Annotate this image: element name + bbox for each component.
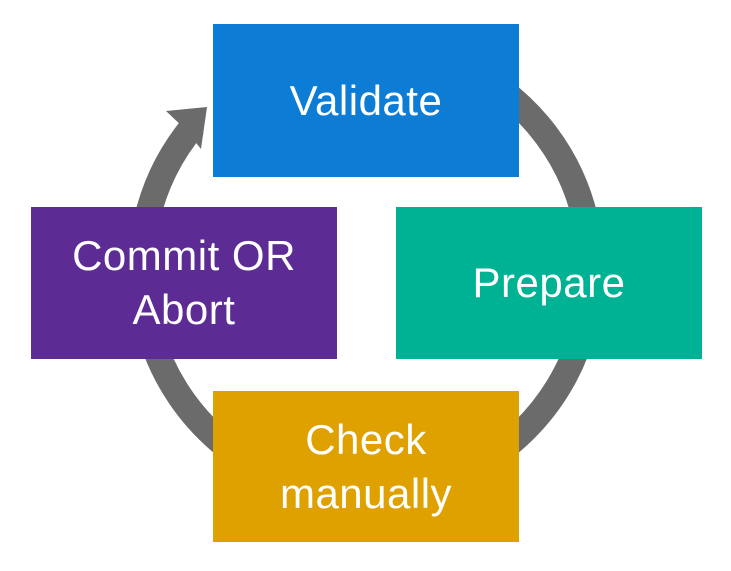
node-prepare: Prepare bbox=[396, 207, 702, 359]
arrowhead bbox=[166, 107, 207, 149]
node-check-manually: Check manually bbox=[213, 391, 519, 542]
node-check-manually-label: Check manually bbox=[279, 415, 453, 517]
node-commit-or-abort: Commit OR Abort bbox=[31, 207, 337, 359]
node-validate: Validate bbox=[213, 24, 519, 177]
node-validate-label: Validate bbox=[289, 76, 443, 124]
node-commit-or-abort-label: Commit OR Abort bbox=[72, 232, 296, 333]
node-prepare-label: Prepare bbox=[472, 259, 626, 307]
